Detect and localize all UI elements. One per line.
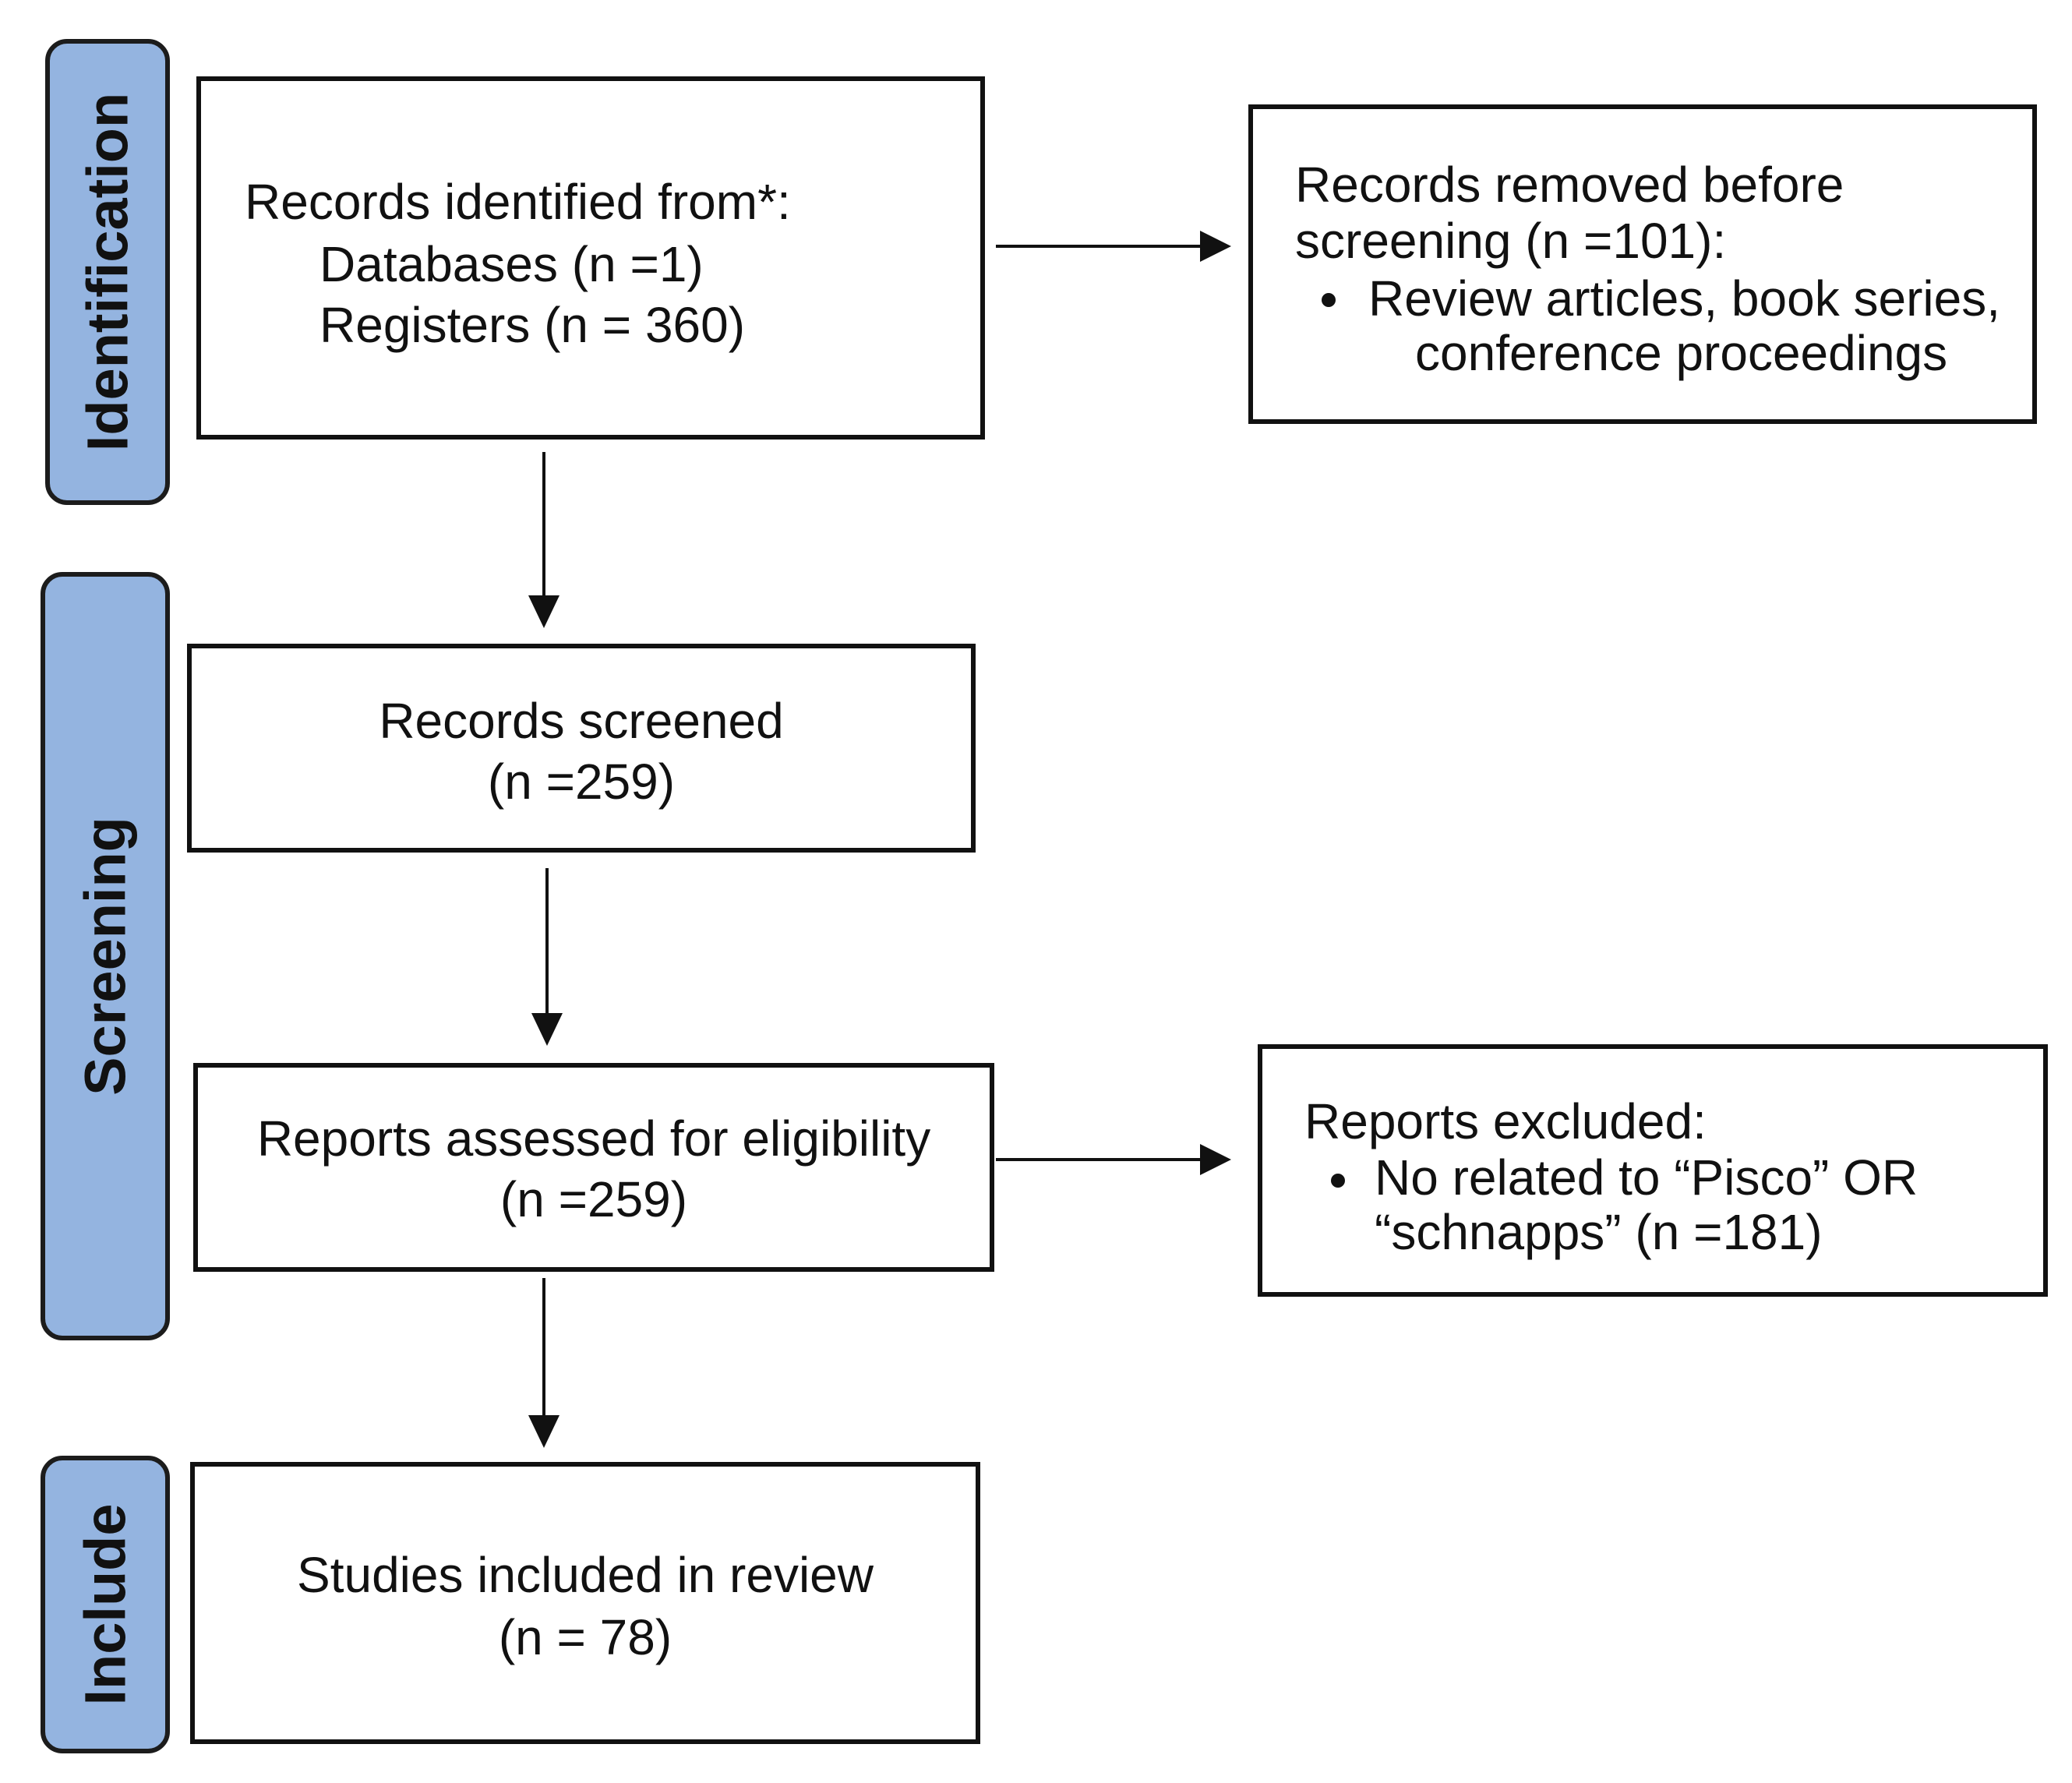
bullet-icon: [1331, 1174, 1345, 1188]
reports-excluded-title: Reports excluded:: [1304, 1093, 1707, 1149]
stage-include: Include: [41, 1456, 170, 1753]
records-identified-title: Records identified from*:: [245, 174, 791, 230]
reports-excluded-bullet-line2: “schnapps” (n =181): [1375, 1204, 1823, 1260]
databases-count: Databases (n =1): [319, 236, 704, 292]
reports-excluded-box: Reports excluded: No related to “Pisco” …: [1258, 1044, 2048, 1297]
records-removed-line1: Records removed before: [1295, 157, 1844, 213]
studies-included-box: Studies included in review (n = 78): [190, 1462, 980, 1744]
registers-count: Registers (n = 360): [319, 297, 746, 353]
records-screened-title: Records screened: [379, 693, 784, 749]
arrowhead-right: [1200, 1144, 1231, 1175]
stage-identification: Identification: [45, 39, 170, 505]
records-removed-box: Records removed before screening (n =101…: [1248, 104, 2037, 424]
reports-assessed-count: (n =259): [499, 1171, 688, 1227]
arrowhead-right: [1200, 231, 1231, 262]
arrowhead-down: [528, 595, 559, 628]
records-screened-count: (n =259): [487, 754, 676, 810]
stage-screening: Screening: [41, 572, 170, 1340]
records-removed-bullet-line1: Review articles, book series,: [1368, 270, 2000, 327]
reports-assessed-title: Reports assessed for eligibility: [256, 1110, 931, 1167]
records-removed-bullet-line2: conference proceedings: [1415, 325, 1948, 381]
arrowhead-down: [528, 1415, 559, 1448]
bullet-icon: [1322, 293, 1336, 307]
records-screened-box: Records screened (n =259): [187, 644, 976, 853]
studies-included-count: (n = 78): [498, 1609, 672, 1665]
arrowhead-down: [531, 1013, 563, 1046]
reports-excluded-bullet-line1: No related to “Pisco” OR: [1375, 1149, 1918, 1206]
records-removed-line2: screening (n =101):: [1295, 213, 1727, 269]
records-identified-box: Records identified from*: Databases (n =…: [196, 76, 985, 440]
studies-included-title: Studies included in review: [297, 1547, 874, 1603]
reports-assessed-box: Reports assessed for eligibility (n =259…: [193, 1063, 994, 1272]
